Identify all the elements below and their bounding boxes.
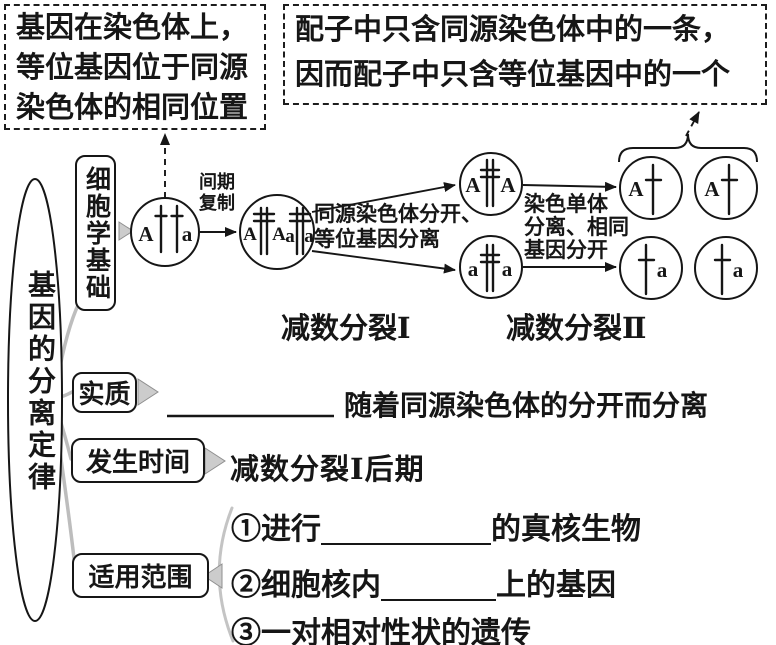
branch-scope-box: 适用范围 [72, 553, 209, 598]
cell-allele-letters: A a A A a a A A a a A A a a [138, 173, 743, 282]
scope-item2-suffix: 上的基因 [496, 569, 616, 602]
pointer-cytology-icon [118, 221, 134, 241]
timing-answer-text: 减数分裂Ⅰ后期 [230, 454, 425, 486]
replicated-allele-2: A [272, 224, 286, 245]
secondary-top-allele-2: A [500, 173, 516, 197]
interphase-line2: 复制 [199, 193, 235, 213]
arrow-meiosis1-top [311, 182, 456, 213]
gamete4-cell-circle [694, 236, 758, 300]
right-note-line2: 因而配子中只含等位基因中的一个 [295, 59, 731, 91]
chromosomes-secondary-bottom-cell [479, 243, 501, 293]
scope-item2: ②细胞核内 上的基因 [231, 560, 616, 604]
arrow-to-right-note [685, 111, 700, 137]
process-arrows [200, 181, 617, 274]
meiosis2-events-line1: 染色单体 [524, 192, 608, 216]
pointer-triangles [118, 221, 226, 589]
chromosomes-parent-cell [154, 204, 184, 254]
gamete4-allele: a [733, 258, 744, 282]
scope-item1: ①进行 的真核生物 [231, 504, 641, 548]
scope-item1-prefix: ①进行 [231, 513, 321, 546]
replicated-allele-3: a [285, 226, 295, 247]
secondary-bottom-cell-circle [459, 235, 523, 299]
right-note-box: 配子中只含同源染色体中的一条， 因而配子中只含等位基因中的一个 [283, 4, 767, 105]
gamete2-cell-circle [694, 156, 758, 220]
essence-answer-text: 随着同源染色体的分开而分离 [344, 391, 709, 422]
interphase-line1: 间期 [199, 172, 235, 192]
branch-timing-box: 发生时间 [71, 438, 205, 483]
parent-allele-A: A [138, 222, 154, 246]
secondary-bottom-allele-2: a [502, 257, 513, 281]
left-note-line2: 等位基因位于同源 [16, 52, 249, 84]
secondary-bottom-allele-1: a [468, 257, 479, 281]
left-note-line3: 染色体的相同位置 [16, 92, 249, 124]
chromosome-gamete1 [644, 163, 663, 216]
scope-item2-blank [381, 599, 496, 601]
pointer-scope-icon [203, 563, 223, 589]
gamete-group-brace [618, 133, 758, 163]
meiosis1-events-line1: 同源染色体分开、 [314, 202, 482, 226]
annotation-arrows [160, 111, 700, 198]
replicated-allele-1: A [243, 224, 257, 245]
arrow-meiosis2-top [522, 181, 617, 192]
meiosis2-events-line3: 基因分开 [524, 238, 608, 262]
gamete3-cell-circle [619, 236, 683, 300]
scope-item3: ③一对相对性状的遗传 [231, 617, 531, 645]
chromosomes [154, 158, 739, 296]
right-note-line1: 配子中只含同源染色体中的一条， [295, 14, 731, 46]
meiosis1-events-line2: 等位基因分离 [314, 227, 440, 251]
left-note-line1: 基因在染色体上， [16, 12, 249, 44]
scope-item2-prefix: ②细胞核内 [231, 569, 381, 602]
parent-allele-a: a [182, 222, 193, 246]
stage-meiosis1-label: 减数分裂Ⅰ [281, 313, 411, 345]
gamete1-cell-circle [619, 156, 683, 220]
pointer-essence-icon [137, 378, 159, 406]
scope-item1-suffix: 的真核生物 [491, 513, 641, 546]
gamete3-allele: a [657, 258, 668, 282]
root-oval [7, 178, 63, 622]
cell-circles [130, 152, 758, 300]
interphase-label: 间期 复制 [199, 172, 235, 214]
chromosome-gamete4 [713, 243, 732, 296]
root-label: 基因的分离定律 [24, 270, 55, 494]
secondary-top-cell-circle [459, 152, 523, 216]
gamete2-allele: A [704, 177, 720, 201]
left-note-box: 基因在染色体上， 等位基因位于同源 染色体的相同位置 [4, 4, 266, 130]
stage-meiosis2-label: 减数分裂Ⅱ [506, 313, 647, 345]
chromosomes-secondary-top-cell [479, 158, 501, 208]
pointer-timing-icon [204, 447, 226, 475]
chromosomes-replicated-cell [252, 206, 312, 256]
branch-essence-box: 实质 [72, 372, 137, 413]
meiosis2-events-line2: 分离、相同 [524, 215, 629, 239]
chromosome-gamete2 [720, 163, 739, 216]
meiosis1-events-label: 同源染色体分开、 等位基因分离 [314, 202, 482, 252]
replicated-allele-4: a [304, 226, 314, 247]
arrow-meiosis1-bottom [311, 250, 456, 274]
meiosis2-events-label: 染色单体 分离、相同 基因分开 [524, 193, 629, 262]
scope-item1-blank [321, 543, 491, 545]
branch-cytology-box: 细胞学基础 [75, 155, 116, 311]
secondary-top-allele-1: A [465, 173, 481, 197]
gamete1-allele: A [628, 177, 644, 201]
chromosome-gamete3 [637, 243, 656, 296]
